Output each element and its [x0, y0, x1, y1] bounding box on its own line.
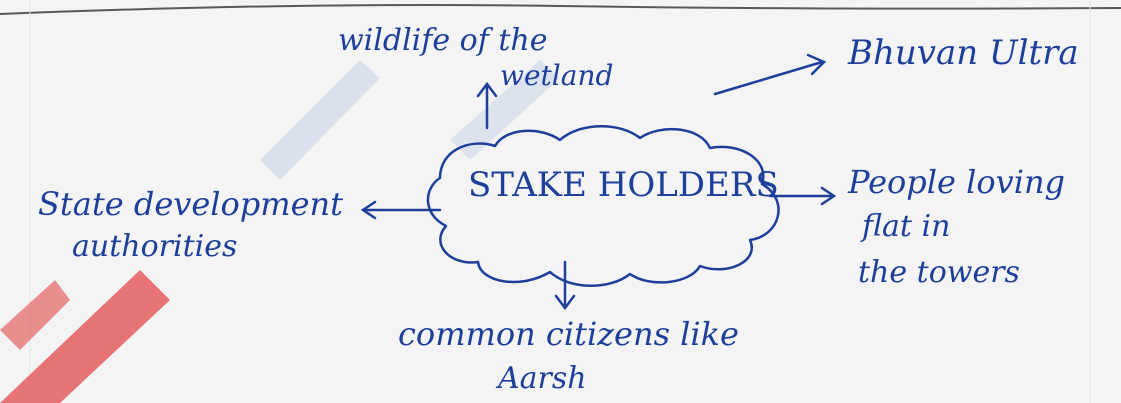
center-label: STAKE HOLDERS	[468, 165, 779, 205]
arrow-to-bhuvan-ultra	[713, 60, 824, 96]
watermark-logo	[0, 60, 560, 403]
state-authorities-label-line1: State development	[38, 185, 343, 223]
bhuvan-ultra-label: Bhuvan Ultra	[848, 33, 1079, 73]
tower-residents-label-line1: People loving	[848, 163, 1066, 201]
tower-residents-label-line3: the towers	[858, 255, 1020, 290]
common-citizens-label-line1: common citizens like	[398, 315, 739, 353]
wildlife-label-line1: wildlife of the	[338, 23, 548, 58]
common-citizens-label-line2: Aarsh	[498, 361, 587, 396]
wildlife-label-line2: wetland	[500, 59, 614, 92]
tower-residents-label-line2: flat in	[862, 209, 951, 244]
state-authorities-label-line2: authorities	[72, 229, 238, 264]
